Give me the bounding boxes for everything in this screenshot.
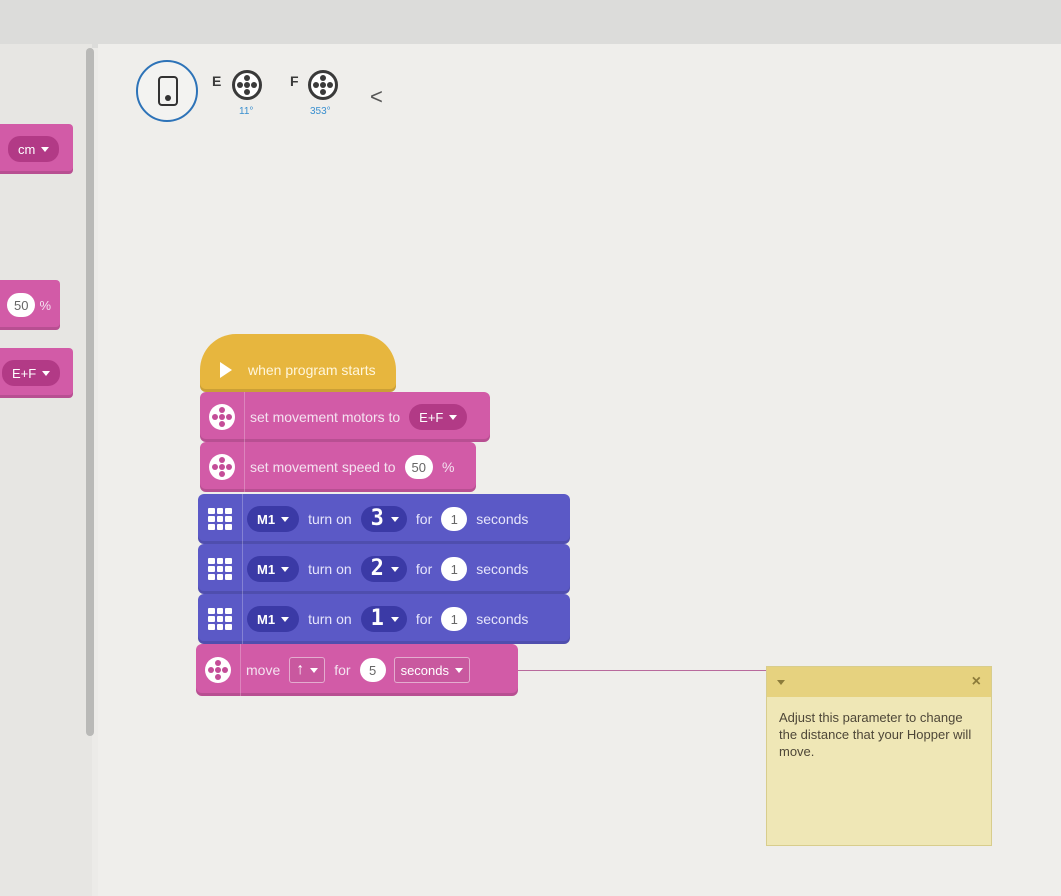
motors-value: E+F [419,409,444,425]
chevron-down-icon [455,667,463,673]
move-unit-dropdown[interactable]: seconds [393,657,470,683]
movement-icon-cell [196,644,241,696]
matrix-digit: 1 [370,606,384,631]
move-amount-input[interactable]: 5 [359,658,386,682]
port-value: M1 [257,511,276,527]
speed-unit: % [39,297,52,313]
light-icon-cell [198,594,243,644]
palette-scrollbar[interactable] [86,48,94,736]
matrix-picker[interactable]: 3 [360,506,407,532]
light-matrix-block[interactable]: M1 turn on 3 for 1 seconds [198,494,570,544]
for-label: for [415,511,433,527]
chevron-down-icon [390,566,399,572]
chevron-down-icon [41,146,50,152]
set-speed-label: set movement speed to [250,459,396,475]
comment-connector [518,670,768,671]
seconds-label: seconds [476,561,529,577]
light-icon-cell [198,544,243,594]
chevron-down-icon [449,414,458,420]
motor-wheel-icon [209,404,235,430]
port-f-degrees: 353° [310,106,331,117]
matrix-picker[interactable]: 2 [360,556,407,582]
collapse-chevron-icon[interactable]: < [370,84,383,109]
unit-value: cm [18,141,36,157]
port-f-letter: F [290,73,299,89]
light-matrix-icon [208,558,232,580]
move-for-block[interactable]: move ↑ for 5 seconds [196,644,518,696]
chevron-down-icon [310,667,319,673]
chevron-down-icon [390,616,399,622]
unit-dropdown[interactable]: cm [8,136,60,162]
comment-text[interactable]: Adjust this parameter to change the dist… [779,710,972,759]
light-icon-cell [198,494,243,544]
duration-input[interactable]: 1 [441,507,468,531]
speed-input[interactable]: 50 [404,455,433,479]
palette-distance-block[interactable]: cm [0,124,73,174]
port-value: M1 [257,561,276,577]
when-program-starts-block[interactable]: when program starts [200,334,396,392]
turn-on-label: turn on [308,511,352,527]
move-label: move [246,662,281,678]
duration-input[interactable]: 1 [441,607,468,631]
for-label: for [415,561,433,577]
light-matrix-icon [208,608,232,630]
motor-icon [308,70,338,100]
for-label: for [415,611,433,627]
hub-icon [158,76,178,106]
movement-icon-cell [200,392,245,442]
seconds-label: seconds [476,611,529,627]
collapse-comment-icon[interactable] [777,679,785,685]
light-matrix-icon [208,508,232,530]
matrix-digit: 2 [370,556,384,581]
set-movement-speed-block[interactable]: set movement speed to 50 % [200,442,476,492]
block-palette[interactable] [0,44,92,896]
palette-speed-block[interactable]: 50 % [0,280,60,330]
hub-connect-button[interactable] [136,60,198,122]
matrix-picker[interactable]: 1 [360,606,407,632]
port-e-degrees: 11° [239,106,254,117]
set-motors-label: set movement motors to [250,409,401,425]
chevron-down-icon [281,616,290,622]
motors-dropdown[interactable]: E+F [409,404,468,430]
matrix-digit: 3 [370,506,384,531]
speed-unit: % [442,459,455,475]
motor-wheel-icon [205,657,231,683]
palette-motors-block[interactable]: E+F [0,348,73,398]
motors-dropdown[interactable]: E+F [2,360,61,386]
speed-input[interactable]: 50 [7,293,36,317]
set-movement-motors-block[interactable]: set movement motors to E+F [200,392,490,442]
move-unit-value: seconds [400,662,449,678]
port-value: M1 [257,611,276,627]
top-bar [0,0,1061,48]
comment-note[interactable]: × Adjust this parameter to change the di… [766,666,992,846]
turn-on-label: turn on [308,561,352,577]
arrow-up-icon: ↑ [296,661,305,678]
light-matrix-block[interactable]: M1 turn on 2 for 1 seconds [198,544,570,594]
play-icon [220,362,232,378]
motors-value: E+F [12,365,37,381]
port-dropdown[interactable]: M1 [247,606,300,632]
direction-dropdown[interactable]: ↑ [289,657,326,683]
for-label: for [334,662,351,678]
motor-wheel-icon [209,454,235,480]
motor-icon [232,70,262,100]
comment-header[interactable]: × [767,667,991,697]
light-matrix-block[interactable]: M1 turn on 1 for 1 seconds [198,594,570,644]
chevron-down-icon [281,516,290,522]
close-icon[interactable]: × [971,673,981,690]
chevron-down-icon [42,370,51,376]
duration-input[interactable]: 1 [441,557,468,581]
start-label: when program starts [248,362,376,378]
chevron-down-icon [281,566,290,572]
port-dropdown[interactable]: M1 [247,506,300,532]
port-dropdown[interactable]: M1 [247,556,300,582]
movement-icon-cell [200,442,245,492]
turn-on-label: turn on [308,611,352,627]
chevron-down-icon [390,516,399,522]
port-e-letter: E [212,73,222,89]
seconds-label: seconds [476,511,529,527]
